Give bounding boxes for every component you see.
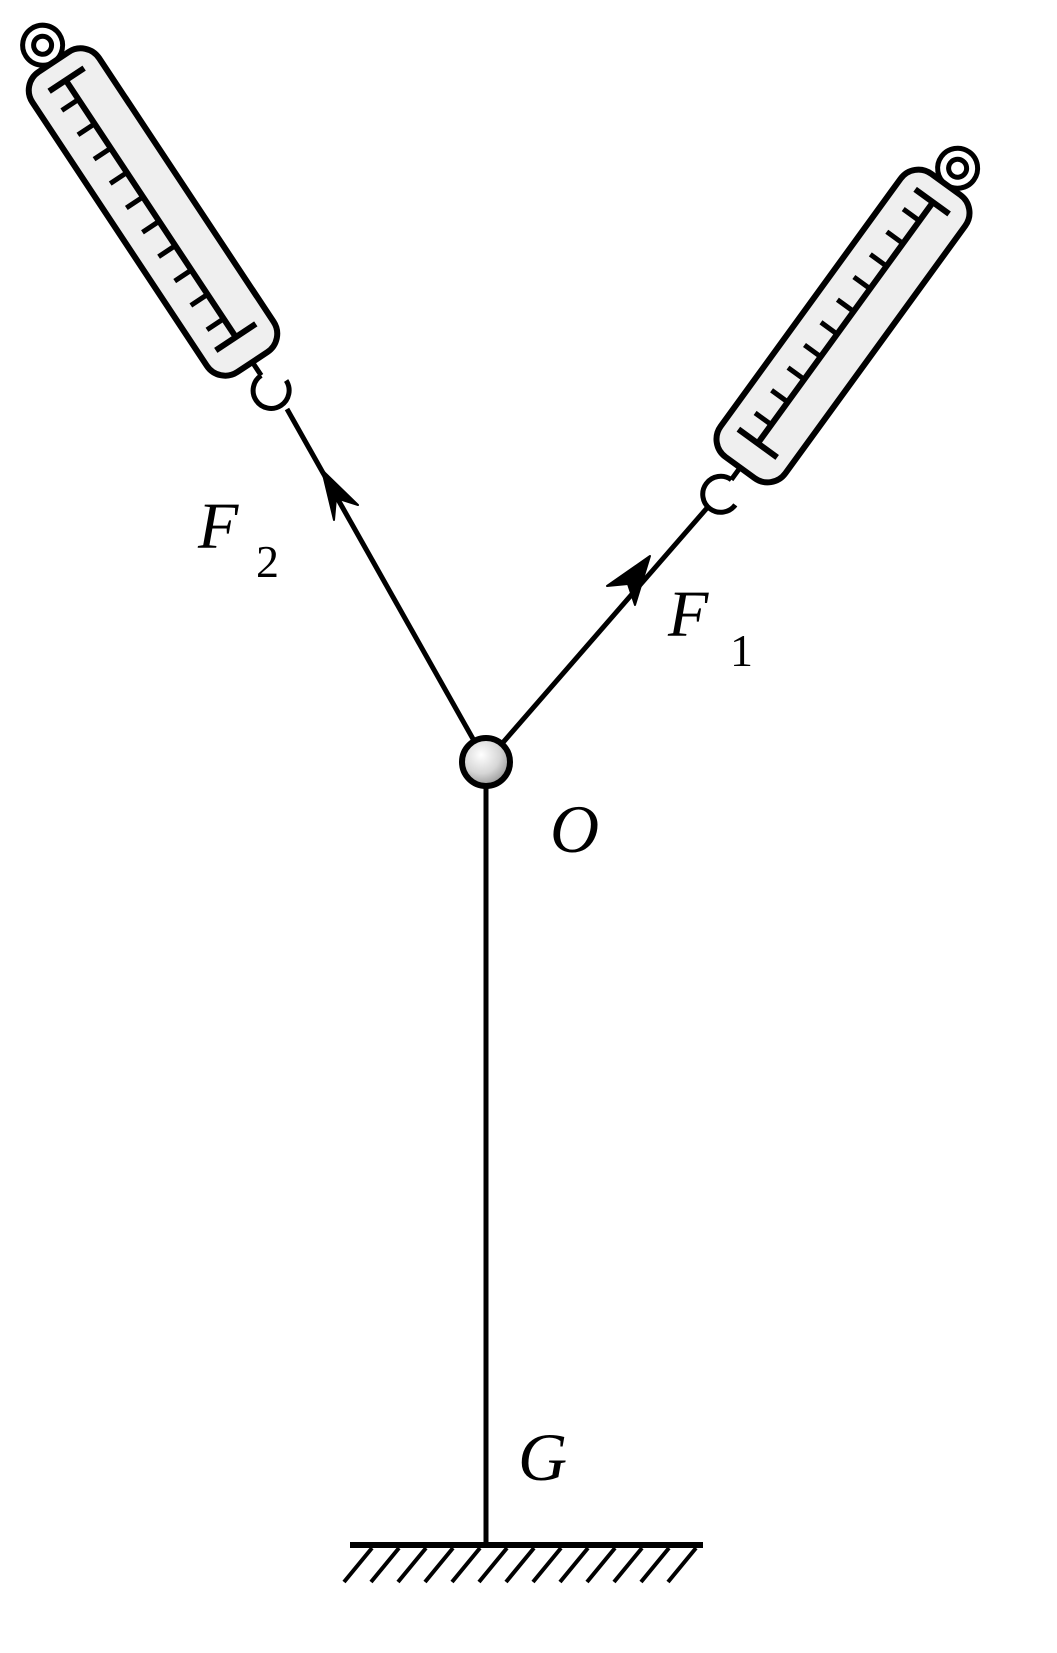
scale-tick — [819, 320, 839, 337]
scale-left-hook-icon — [250, 373, 292, 411]
hatch-mark — [585, 1546, 617, 1584]
arrow-f2-icon — [321, 469, 359, 521]
scale-tick — [205, 316, 226, 332]
scale-tick — [786, 365, 806, 382]
spring-scale-right — [700, 145, 981, 515]
scale-tick — [108, 170, 129, 186]
scale-tick — [92, 146, 113, 162]
scale-right-neck — [729, 466, 743, 482]
scale-tick — [141, 219, 161, 235]
hatch-mark — [504, 1546, 536, 1584]
scale-left-top-ring-inner — [31, 33, 55, 57]
scale-tick — [124, 194, 145, 211]
scale-right-top-bar — [913, 186, 951, 217]
scale-tick — [770, 388, 790, 405]
scale-right-rod — [755, 200, 936, 446]
scale-left-rod — [63, 78, 239, 339]
scale-tick — [753, 410, 773, 427]
hatch-mark — [423, 1546, 455, 1584]
scale-left-neck — [250, 360, 264, 377]
label-f1-subscript: 1 — [730, 625, 753, 676]
label-f2-subscript: 2 — [256, 536, 279, 587]
scale-tick — [157, 243, 177, 259]
hatch-mark — [666, 1546, 698, 1584]
string-f2 — [284, 407, 489, 764]
arrow-f1-icon — [606, 555, 651, 606]
scale-tick — [173, 267, 193, 284]
scale-tick — [60, 97, 80, 113]
knot-ring-icon — [459, 735, 513, 789]
scale-tick — [76, 121, 96, 137]
scale-tick — [803, 342, 823, 359]
spring-scale-left — [20, 22, 292, 411]
scale-left-top-bar — [47, 65, 86, 94]
scale-tick — [885, 229, 905, 246]
scale-right-hook-icon — [700, 473, 738, 515]
hatch-mark — [531, 1546, 563, 1584]
scale-left-bottom-bar — [214, 321, 258, 353]
scale-tick — [868, 252, 888, 269]
scale-right-ticks — [753, 207, 921, 427]
ground-hatch-icon — [342, 1546, 698, 1584]
hatch-mark — [369, 1546, 401, 1584]
hatch-mark — [477, 1546, 509, 1584]
label-g: G — [518, 1419, 567, 1495]
label-f1: F — [667, 578, 709, 651]
string-f1 — [484, 506, 709, 764]
hatch-mark — [396, 1546, 428, 1584]
scale-tick — [189, 292, 209, 308]
scale-right-top-ring-inner — [946, 156, 970, 180]
hatch-mark — [342, 1546, 374, 1584]
hatch-mark — [639, 1546, 671, 1584]
scale-tick — [835, 297, 856, 314]
scale-tick — [901, 207, 921, 223]
scale-tick — [852, 275, 872, 291]
hatch-mark — [450, 1546, 482, 1584]
hatch-mark — [612, 1546, 644, 1584]
hatch-mark — [558, 1546, 590, 1584]
label-o: O — [550, 791, 599, 867]
scale-left-ticks — [60, 97, 226, 332]
label-f2: F — [197, 490, 239, 563]
scale-right-bottom-bar — [736, 426, 779, 460]
